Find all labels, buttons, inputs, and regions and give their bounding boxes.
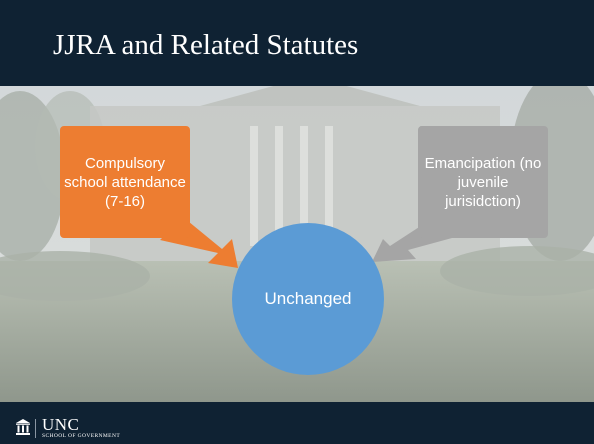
footer-bar [0, 402, 594, 444]
footer-divider [35, 419, 36, 438]
unc-logo-text: UNC [42, 415, 80, 434]
compulsory-attendance-box: Compulsory school attendance (7-16) [60, 126, 190, 238]
title-bar: JJRA and Related Statutes [0, 0, 594, 86]
slide-title: JJRA and Related Statutes [53, 29, 359, 61]
unchanged-circle: Unchanged [232, 223, 384, 375]
school-of-government-text: SCHOOL OF GOVERNMENT [42, 433, 121, 439]
building-icon [16, 419, 30, 435]
emancipation-box: Emancipation (no juvenile jurisidction) [418, 126, 548, 238]
